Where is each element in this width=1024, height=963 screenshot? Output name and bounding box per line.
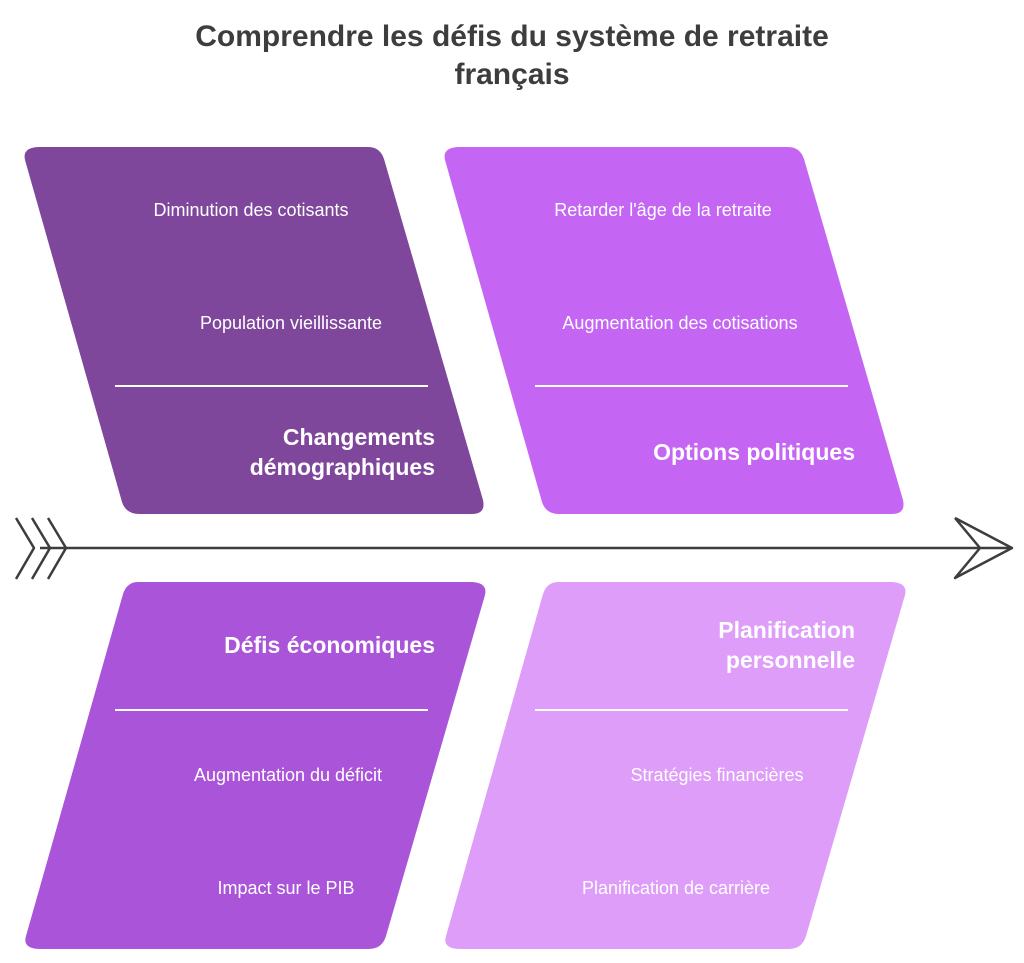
cause-label: Stratégies financières [630, 765, 804, 785]
title-line-1: Comprendre les défis du système de retra… [195, 20, 829, 53]
category-heading-personal: Planification personnelle [555, 615, 855, 675]
category-heading-economic: Défis économiques [135, 630, 435, 660]
category-shape-demographic [24, 147, 484, 514]
heading-line: Options politiques [653, 439, 855, 465]
cause-label: Impact sur le PIB [217, 878, 355, 898]
tail-chevron-icon [14, 517, 36, 580]
heading-line: Changements [282, 424, 435, 450]
heading-line: Planification [718, 617, 855, 643]
tail-chevron-icon [30, 517, 52, 580]
cause-label: Augmentation du déficit [193, 765, 383, 785]
tail-chevron-icon [46, 517, 68, 580]
cause-label: Planification de carrière [581, 878, 771, 898]
cause-label: Augmentation des cotisations [562, 313, 798, 333]
heading-line: démographiques [249, 454, 435, 480]
arrow-head-icon [953, 516, 1014, 580]
category-heading-demographic: Changements démographiques [135, 422, 435, 482]
cause-label: Population vieillissante [199, 313, 383, 333]
diagram-title: Comprendre les défis du système de retra… [0, 18, 1024, 94]
category-shape-personal [445, 582, 906, 949]
category-heading-policy: Options politiques [555, 437, 855, 467]
category-shape-policy [444, 147, 904, 514]
category-shape-economic [25, 582, 486, 949]
cause-label: Retarder l'âge de la retraite [554, 200, 772, 220]
title-line-2: français [454, 58, 570, 91]
cause-label: Diminution des cotisants [153, 200, 349, 220]
heading-line: personnelle [725, 647, 855, 673]
heading-line: Défis économiques [224, 632, 435, 658]
